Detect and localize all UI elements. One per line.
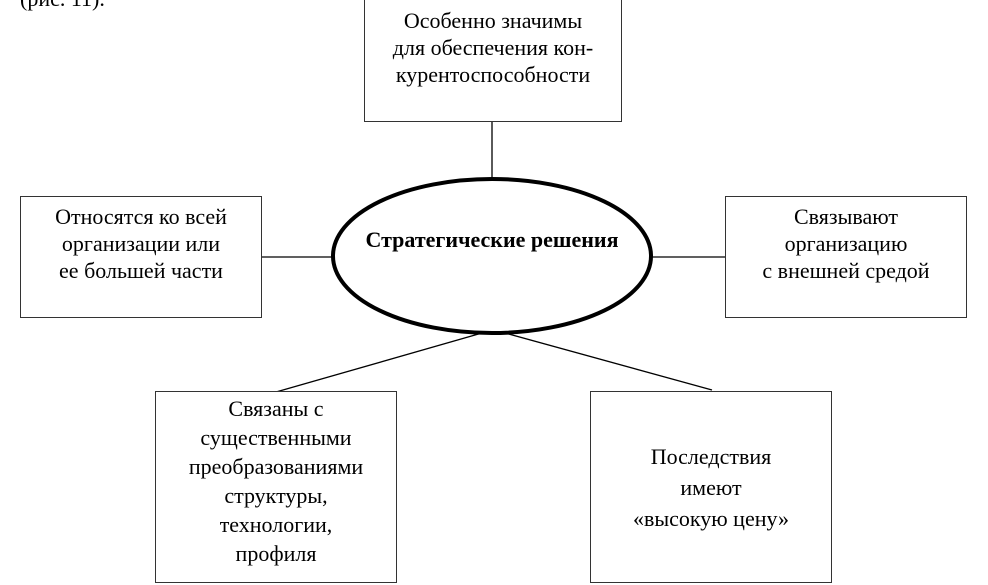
box-text-line: Особенно значимы bbox=[403, 8, 583, 33]
box-text-line: Последствия bbox=[650, 444, 772, 469]
box-text-line: существенными bbox=[200, 425, 352, 450]
box-text-line: курентоспособности bbox=[395, 62, 591, 87]
box-text-line: Связывают bbox=[794, 204, 898, 229]
center-label-line: решения bbox=[530, 227, 619, 252]
box-whole-organization: Относятся ко всей организации или ее бол… bbox=[20, 196, 262, 318]
box-text-line: преобразованиями bbox=[188, 454, 364, 479]
box-transformations: Связаны с существенными преобразованиями… bbox=[155, 391, 397, 583]
page-fragment-text: (рис. 11). bbox=[20, 0, 105, 12]
box-external-environment: Связывают организацию с внешней средой bbox=[725, 196, 967, 318]
box-text-line: Связаны с bbox=[228, 396, 324, 421]
box-text-line: с внешней средой bbox=[762, 258, 930, 283]
box-high-cost: Последствия имеют «высокую цену» bbox=[590, 391, 832, 583]
box-text-line: ее большей части bbox=[59, 258, 223, 283]
box-text-line: организацию bbox=[784, 231, 908, 256]
box-competitiveness: Особенно значимы для обеспечения кон- ку… bbox=[364, 0, 622, 122]
box-text-line: организации или bbox=[61, 231, 221, 256]
box-text-line: «высокую цену» bbox=[632, 506, 790, 531]
box-text-line: для обеспечения кон- bbox=[392, 35, 594, 60]
box-text-line: технологии, bbox=[219, 512, 333, 537]
center-label: Стратегические решения bbox=[332, 224, 652, 255]
box-text-line: профиля bbox=[235, 541, 317, 566]
box-text-line: структуры, bbox=[224, 483, 328, 508]
box-text-line: имеют bbox=[680, 475, 742, 500]
center-label-line: Стратегические bbox=[365, 227, 526, 252]
connector-bottom-left bbox=[275, 332, 483, 393]
box-text-line: Относятся ко всей bbox=[55, 204, 227, 229]
connector-bottom-right bbox=[504, 332, 713, 391]
center-ellipse bbox=[331, 177, 653, 335]
